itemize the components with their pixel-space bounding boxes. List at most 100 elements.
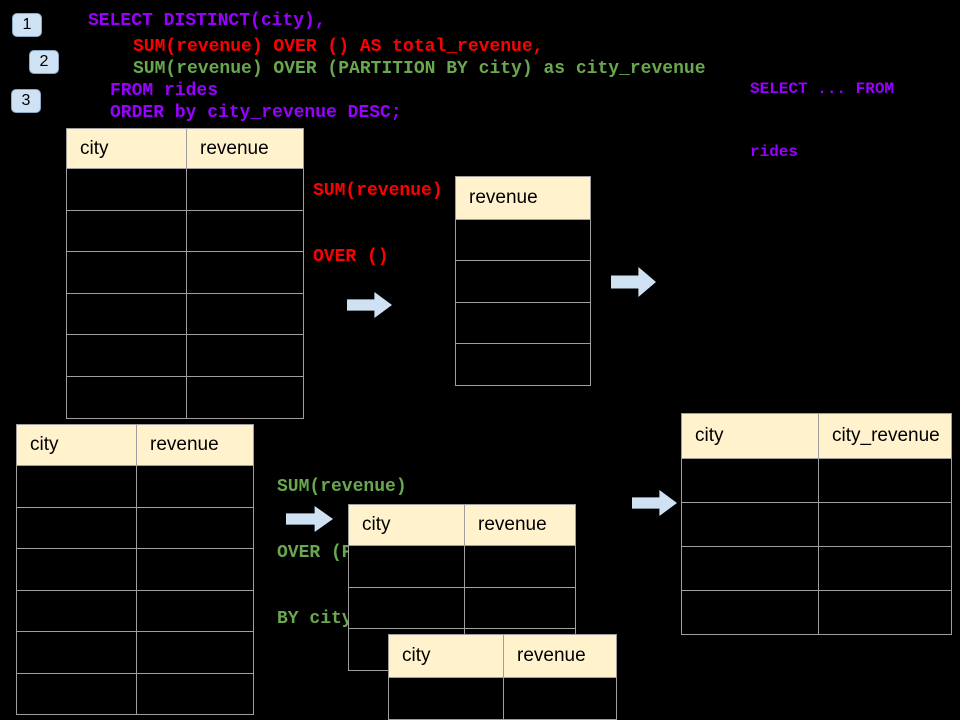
table-cell [186, 335, 303, 376]
table-cell [186, 210, 303, 252]
table-row [349, 545, 575, 587]
table-cell [464, 587, 575, 629]
table-row [67, 334, 303, 376]
table-cell [67, 211, 186, 252]
sql-line-select: SELECT DISTINCT(city), [88, 11, 326, 31]
table-cell [17, 674, 136, 715]
table-body [682, 458, 951, 634]
table-total-revenue: revenue [455, 176, 591, 386]
column-header-city: city [402, 645, 431, 666]
step-badge-label: 1 [22, 16, 32, 33]
column-header-city: city [30, 434, 59, 455]
table-cell [67, 294, 186, 335]
table-cell [682, 547, 818, 590]
table-row [682, 458, 951, 502]
table-row [67, 251, 303, 293]
table-cell [17, 466, 136, 507]
annotation-line: SUM(revenue) [313, 181, 443, 201]
table-cell [682, 459, 818, 502]
table-cell [456, 344, 590, 384]
column-header-revenue: revenue [186, 129, 303, 168]
table-row [682, 502, 951, 546]
table-cell [186, 376, 303, 418]
table-row [17, 506, 253, 548]
table-cell [67, 252, 186, 293]
side-note: SELECT ... FROM rides [750, 37, 894, 205]
table-cell [17, 632, 136, 673]
column-header-city: city [362, 514, 391, 535]
table-cell [456, 261, 590, 301]
column-header-city-revenue: city_revenue [818, 414, 951, 458]
column-header-revenue: revenue [469, 187, 538, 208]
step-badge-3: 3 [11, 89, 41, 113]
table-header-row: city revenue [389, 635, 616, 677]
table-row [456, 260, 590, 301]
table-row [456, 219, 590, 260]
table-cell [136, 673, 253, 714]
step-badge-label: 3 [21, 92, 31, 109]
table-row [456, 343, 590, 384]
table-row [17, 548, 253, 590]
table-cell [818, 459, 951, 502]
table-cell [17, 591, 136, 632]
table-cell [67, 169, 186, 210]
table-header-row: city revenue [17, 425, 253, 465]
table-row [67, 168, 303, 210]
table-row [17, 672, 253, 715]
table-cell [67, 377, 186, 418]
table-source-top: city revenue [66, 128, 304, 419]
sql-line-sum-partition: SUM(revenue) OVER (PARTITION BY city) as… [133, 59, 706, 79]
column-header-revenue: revenue [503, 635, 616, 677]
annotation-line: SUM(revenue) [277, 477, 407, 497]
table-cell [186, 293, 303, 335]
table-cell [349, 546, 464, 587]
step-badge-1: 1 [12, 13, 42, 37]
right-arrow-icon [611, 267, 656, 297]
table-cell [136, 549, 253, 590]
table-cell [456, 220, 590, 260]
table-header-row: city revenue [67, 129, 303, 168]
right-arrow-icon [347, 292, 392, 318]
table-row [67, 375, 303, 418]
table-cell [389, 678, 503, 719]
table-row [17, 631, 253, 673]
side-note-line: SELECT ... FROM [750, 80, 895, 98]
column-header-city: city [695, 425, 724, 446]
table-cell [67, 335, 186, 376]
table-result: city city_revenue [681, 413, 952, 635]
step-badge-label: 2 [39, 53, 49, 70]
column-header-revenue: revenue [136, 425, 253, 465]
right-arrow-icon [632, 490, 677, 516]
table-row [67, 292, 303, 335]
table-body [67, 168, 303, 418]
table-header-row: city city_revenue [682, 414, 951, 458]
table-cell [17, 549, 136, 590]
table-row [682, 546, 951, 590]
table-body [389, 677, 616, 719]
table-cell [456, 303, 590, 343]
table-cell [818, 503, 951, 546]
table-cell [503, 678, 616, 719]
table-cell [682, 591, 818, 634]
column-header-revenue: revenue [464, 505, 575, 545]
table-body [17, 465, 253, 714]
table-body [456, 219, 590, 385]
table-cell [136, 632, 253, 673]
table-row [389, 677, 616, 719]
table-row [682, 590, 951, 634]
table-cell [818, 547, 951, 590]
table-cell [349, 588, 464, 629]
table-cell [186, 252, 303, 293]
side-note-line: rides [750, 143, 799, 161]
table-header-row: city revenue [349, 505, 575, 545]
right-arrow-icon [286, 506, 333, 532]
table-cell [682, 503, 818, 546]
table-source-bottom: city revenue [16, 424, 254, 715]
table-cell [136, 507, 253, 548]
column-header-city: city [80, 137, 109, 159]
table-header-row: revenue [456, 177, 590, 219]
table-row [456, 301, 590, 343]
table-row [17, 589, 253, 632]
table-partition-overlay: city revenue [388, 634, 617, 720]
